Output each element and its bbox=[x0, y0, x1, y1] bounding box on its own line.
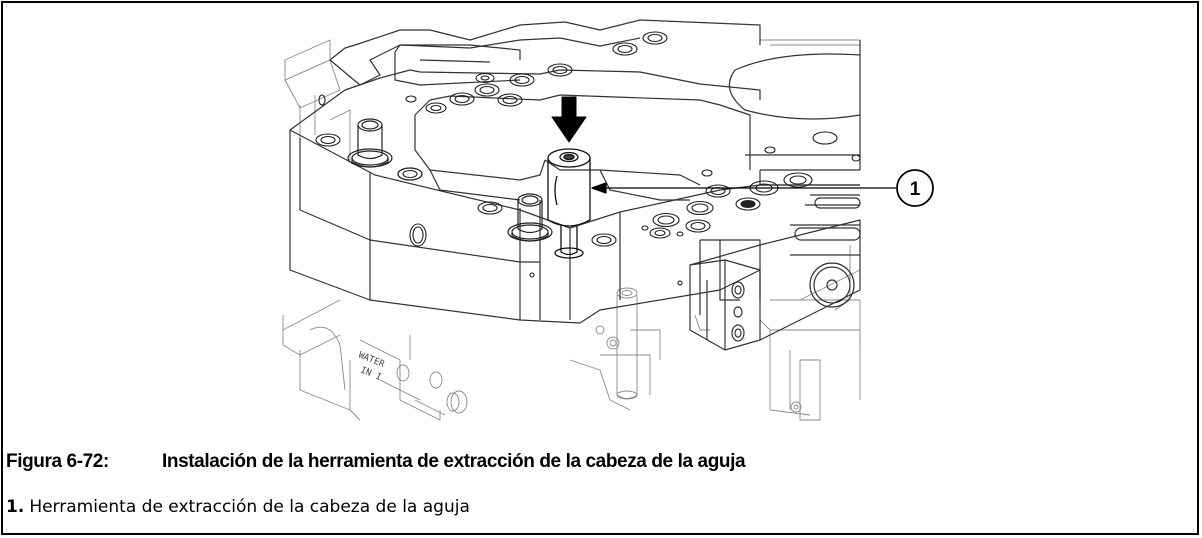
spring-pin-left bbox=[347, 118, 423, 181]
figure-number: Figura 6-72: bbox=[6, 451, 109, 472]
technical-illustration: WATER IN I 1 bbox=[282, 19, 934, 421]
legend-number: 1. bbox=[6, 497, 25, 517]
top-plate bbox=[289, 19, 861, 324]
callout-legend-item: 1.Herramienta de extracción de la cabeza… bbox=[6, 497, 470, 521]
extraction-tool bbox=[547, 148, 591, 259]
right-block bbox=[677, 219, 861, 351]
push-arrow-icon bbox=[551, 96, 587, 143]
callout-badge-1: 1 bbox=[896, 169, 934, 207]
background-frame bbox=[282, 39, 861, 421]
callout-number-1: 1 bbox=[910, 179, 921, 200]
figure-title: Instalación de la herramienta de extracc… bbox=[162, 451, 746, 472]
callout-leader bbox=[591, 182, 896, 194]
figure-caption: Figura 6-72: Instalación de la herramien… bbox=[6, 451, 1106, 475]
legend-label: Herramienta de extracción de la cabeza d… bbox=[29, 497, 470, 517]
spring-pin-right bbox=[507, 193, 553, 242]
water-label: WATER IN I bbox=[357, 351, 386, 383]
